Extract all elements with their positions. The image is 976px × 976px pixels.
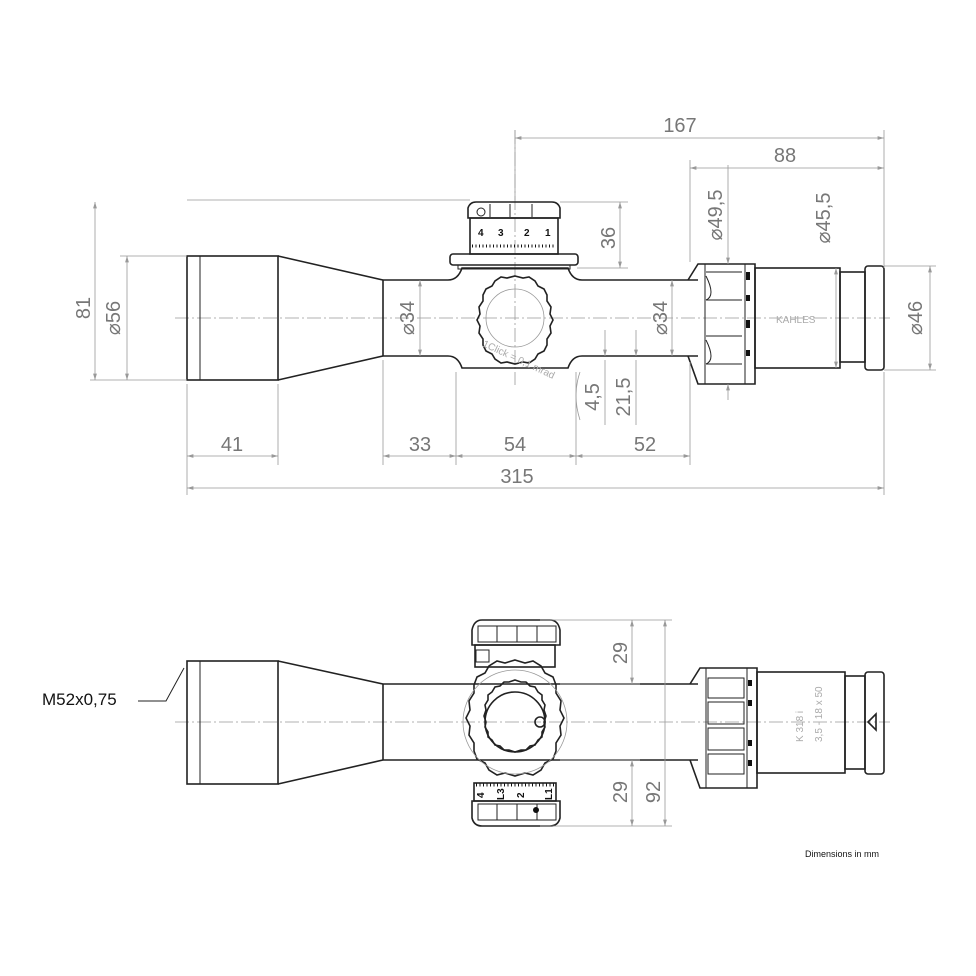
dim-81: 81 (73, 297, 95, 319)
dim-56: ⌀56 (103, 301, 125, 335)
dim-36: 36 (598, 227, 620, 249)
dim-52: 52 (634, 434, 656, 456)
spec-engraving: 3,5 - 18 x 50 (814, 686, 825, 742)
dim-34-front: ⌀34 (397, 301, 419, 335)
triangle-marker (866, 712, 877, 732)
main-tube (382, 683, 698, 761)
dim-41: 41 (221, 434, 243, 456)
dial-number: 3 (498, 228, 504, 239)
dim-54: 54 (504, 434, 526, 456)
bottom-turret-scale: 4 L3 2 L1 (471, 782, 561, 827)
dim-33: 33 (409, 434, 431, 456)
dim-315: 315 (500, 466, 533, 488)
elevation-turret: 4 3 2 1 (449, 201, 579, 270)
dial-number: L3 (496, 788, 507, 800)
dial-number: 4 (478, 228, 484, 239)
eyepiece: KAHLES (687, 263, 885, 385)
top-view: 4 3 2 1 1Click = 0,1 mrad KAHLES (73, 115, 936, 495)
dim-167: 167 (663, 115, 696, 137)
brand-engraving: KAHLES (776, 315, 816, 326)
parallax-knob: 1Click = 0,1 mrad (476, 275, 556, 382)
dial-number: 2 (524, 228, 530, 239)
dial-number: 1 (545, 228, 551, 239)
windage-knob (462, 659, 568, 777)
click-engraving: 1Click = 0,1 mrad (481, 339, 556, 382)
model-engraving: K 318 i (795, 711, 806, 742)
dim-45-5: ⌀45,5 (813, 193, 835, 244)
objective-bell (186, 255, 384, 381)
dim-29-top: 29 (610, 642, 632, 664)
dim-46: ⌀46 (905, 301, 927, 335)
dim-34-rear: ⌀34 (650, 301, 672, 335)
main-tube (382, 267, 698, 369)
bottom-dimensions: 29 29 92 M52x0,75 (42, 619, 672, 827)
dim-88: 88 (774, 145, 796, 167)
dim-21-5: 21,5 (613, 378, 635, 417)
bottom-view: 4 L3 2 L1 K 318 i 3,5 - 18 x 50 29 (42, 619, 890, 827)
dial-number: 2 (516, 792, 527, 798)
dim-4-5: 4,5 (582, 383, 604, 411)
units-note: Dimensions in mm (805, 849, 879, 859)
dim-92: 92 (643, 781, 665, 803)
dim-29-bottom: 29 (610, 781, 632, 803)
objective-bell (186, 660, 384, 785)
thread-label: M52x0,75 (42, 690, 117, 709)
eyepiece: K 318 i 3,5 - 18 x 50 (689, 667, 885, 789)
dial-number: L1 (544, 788, 555, 800)
dial-number: 4 (476, 792, 487, 798)
dim-49-5: ⌀49,5 (705, 190, 727, 241)
top-dimensions: 167 88 81 ⌀56 36 ⌀34 ⌀34 ⌀49,5 ⌀45,5 ⌀46… (73, 115, 936, 495)
thread-leader-line (138, 667, 185, 702)
